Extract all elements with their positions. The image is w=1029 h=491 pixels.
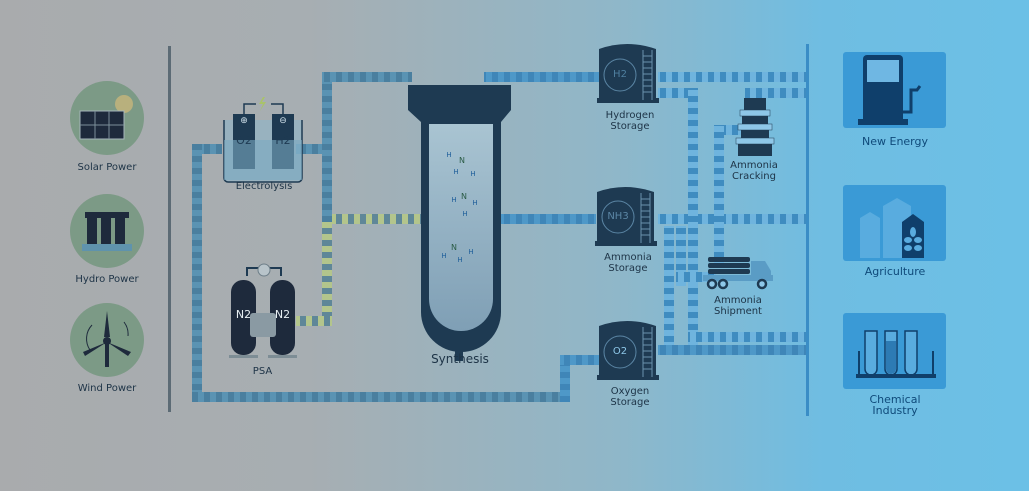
pipe: [296, 316, 332, 326]
app-tile-energy: [843, 52, 946, 128]
pipe: [658, 214, 806, 224]
pipe: [560, 355, 600, 365]
ammonia-shipment-label-2: Shipment: [714, 306, 762, 317]
synthesis-reactor: [408, 85, 511, 361]
psa-unit: [229, 263, 297, 358]
pipe: [192, 392, 570, 402]
pipe: [658, 345, 806, 355]
psa-label: PSA: [252, 366, 273, 377]
hydrogen-storage-label-1: Hydrogen: [605, 110, 655, 121]
ammonia-symbol: NH3: [607, 211, 629, 222]
fuel-pump-icon: [858, 55, 922, 125]
pipe: [664, 226, 674, 348]
oxygen-storage-label-2: Storage: [610, 397, 650, 408]
source-label-hydro: Hydro Power: [75, 274, 139, 285]
pipe: [484, 72, 599, 82]
source-label-wind: Wind Power: [77, 383, 137, 394]
pipe: [658, 72, 806, 82]
wind-turbine-icon: [83, 311, 131, 367]
source-label-solar: Solar Power: [77, 162, 137, 173]
electrolysis-anode-label: O2: [236, 134, 252, 147]
hydrogen-storage-tank: [597, 44, 659, 103]
molecule-h: H: [451, 196, 457, 204]
psa-tank-left-label: N2: [235, 308, 252, 321]
app-tile-chemical: [843, 313, 946, 389]
pipe: [496, 214, 596, 224]
pipe: [745, 88, 806, 98]
app-label-agriculture: Agriculture: [864, 265, 926, 278]
oxygen-storage-tank: [597, 321, 659, 380]
pipe: [688, 332, 806, 342]
app-label-chemical-2: Industry: [872, 404, 918, 417]
molecule-n-1: N: [459, 156, 465, 165]
pipe: [560, 355, 570, 402]
pipe: [658, 88, 698, 98]
pipe: [688, 88, 698, 350]
ammonia-cracking-tower: [735, 98, 775, 156]
app-tile-agriculture: [843, 185, 946, 261]
pipe: [192, 144, 202, 402]
molecule-n-3: N: [451, 243, 457, 252]
molecule-h: H: [468, 248, 474, 256]
pipe: [322, 222, 332, 326]
pipe: [322, 72, 332, 222]
hydrogen-storage-label-2: Storage: [610, 121, 650, 132]
molecule-h: H: [472, 199, 478, 207]
pipe: [714, 125, 724, 265]
silo-wheat-icon: [860, 198, 924, 258]
electrolysis-label: Electrolysis: [235, 181, 293, 192]
molecule-h: H: [462, 210, 468, 218]
cathode-symbol: ⊖: [279, 116, 287, 126]
valve-icon: [257, 263, 271, 277]
left-divider: [168, 46, 171, 412]
molecule-n-2: N: [461, 192, 467, 201]
ammonia-cracking-label-2: Cracking: [732, 171, 776, 182]
pipe: [332, 214, 427, 224]
molecule-h: H: [446, 151, 452, 159]
source-solar: [70, 81, 144, 155]
pipe: [714, 125, 744, 135]
app-label-chemical-1: Chemical: [869, 393, 921, 406]
pipes: [192, 72, 806, 402]
pipe: [676, 226, 686, 286]
source-wind: [70, 303, 144, 377]
oxygen-symbol: O2: [612, 346, 628, 357]
pipe: [322, 72, 412, 82]
pipe: [296, 144, 326, 154]
oxygen-storage-label-1: Oxygen: [610, 386, 650, 397]
hydrogen-symbol: H2: [613, 69, 627, 80]
app-label-energy: New Energy: [862, 135, 928, 148]
synthesis-label: Synthesis: [431, 352, 489, 366]
molecule-h: H: [457, 256, 463, 264]
ammonia-cracking-label-1: Ammonia: [730, 160, 778, 171]
molecule-h: H: [453, 168, 459, 176]
ammonia-storage-label-1: Ammonia: [604, 252, 652, 263]
molecule-h: H: [441, 252, 447, 260]
ammonia-shipment-label-1: Ammonia: [714, 295, 762, 306]
test-tubes-icon: [856, 330, 936, 378]
ammonia-storage-tank: [595, 187, 657, 246]
anode-symbol: ⊕: [240, 116, 248, 126]
electrolysis-unit: [223, 97, 303, 183]
ammonia-storage-label-2: Storage: [608, 263, 648, 274]
pipe: [676, 272, 716, 282]
molecule-h: H: [470, 170, 476, 178]
electrolysis-cathode-label: H2: [275, 134, 291, 147]
right-divider: [806, 44, 809, 416]
truck-icon: [703, 257, 773, 290]
psa-tank-right-label: N2: [274, 308, 291, 321]
lightning-icon: [259, 97, 266, 111]
pipe: [192, 144, 222, 154]
source-hydro: [70, 194, 144, 268]
hydro-dam-icon: [82, 212, 132, 251]
